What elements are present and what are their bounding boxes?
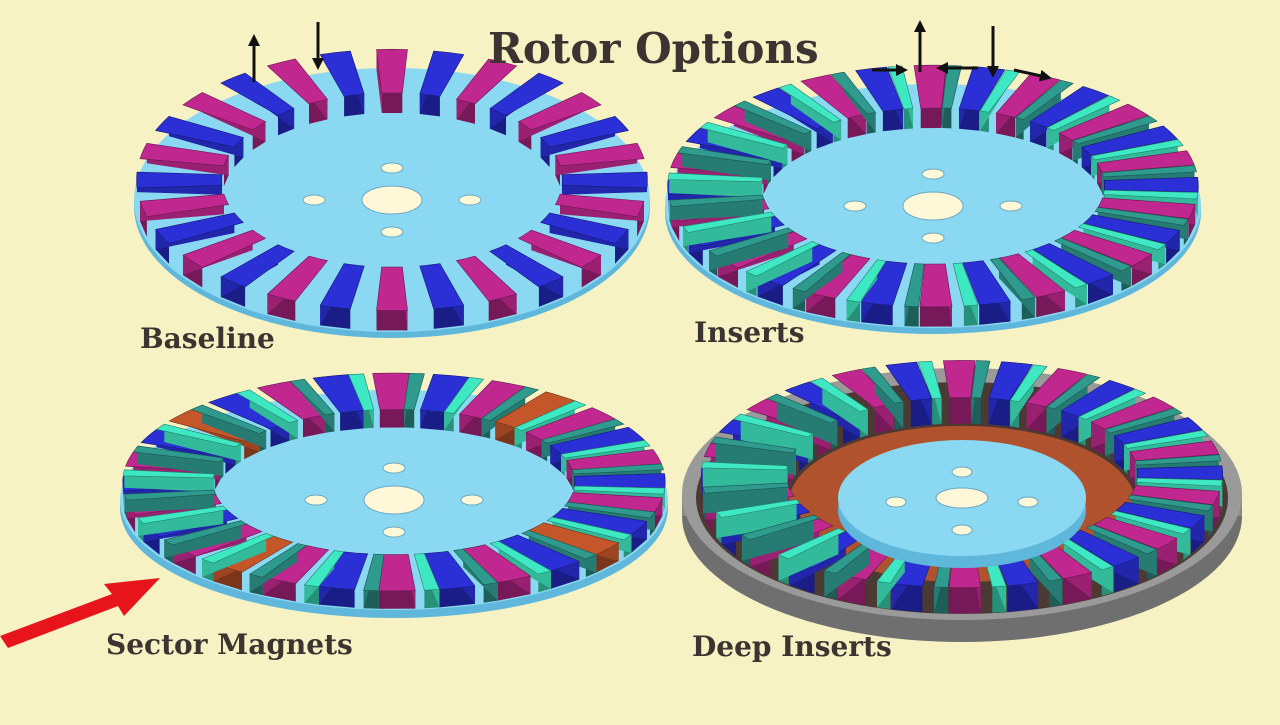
bolt-hole <box>305 495 327 505</box>
bolt-hole <box>1000 201 1022 211</box>
magnet-face <box>380 410 404 428</box>
magnet-face <box>921 108 942 128</box>
magnet-face <box>949 398 970 424</box>
bolt-hole <box>952 467 972 477</box>
rotor-baseline <box>134 49 650 338</box>
magnet-face <box>382 93 403 113</box>
center-bore <box>364 486 424 514</box>
magnetization-arrows-inserts <box>872 26 1046 77</box>
bolt-hole <box>381 227 403 237</box>
bolt-hole <box>381 163 403 173</box>
bolt-hole <box>383 527 405 537</box>
magnet-face <box>949 587 981 613</box>
bolt-hole <box>922 169 944 179</box>
bolt-hole <box>886 497 906 507</box>
bolt-hole <box>459 195 481 205</box>
magnet-top <box>562 172 647 188</box>
label-baseline: Baseline <box>140 322 275 355</box>
bolt-hole <box>383 463 405 473</box>
bolt-hole <box>461 495 483 505</box>
magnet-block <box>379 554 416 608</box>
center-bore <box>362 186 422 214</box>
rotor-inserts <box>665 65 1201 334</box>
rotor-deep-inserts <box>682 360 1242 642</box>
magnet-top <box>377 49 408 93</box>
magnet-top <box>377 267 408 311</box>
bolt-hole <box>922 233 944 243</box>
center-bore <box>903 192 963 220</box>
label-inserts: Inserts <box>694 316 804 349</box>
bolt-hole <box>303 195 325 205</box>
magnet-face <box>379 591 416 609</box>
magnet-top <box>1137 466 1223 480</box>
bolt-hole <box>1018 497 1038 507</box>
magnet-top <box>574 474 665 489</box>
label-deep-inserts: Deep Inserts <box>692 630 892 663</box>
label-sector-magnets: Sector Magnets <box>106 628 353 661</box>
magnet-face <box>920 307 952 327</box>
bolt-hole <box>844 201 866 211</box>
rotor-sector-magnets <box>120 373 668 618</box>
magnet-block <box>377 267 408 330</box>
center-bore <box>936 488 988 508</box>
bolt-hole <box>952 525 972 535</box>
magnet-top <box>137 172 222 188</box>
magnet-face <box>377 310 408 330</box>
figure-title: Rotor Options <box>488 24 819 73</box>
